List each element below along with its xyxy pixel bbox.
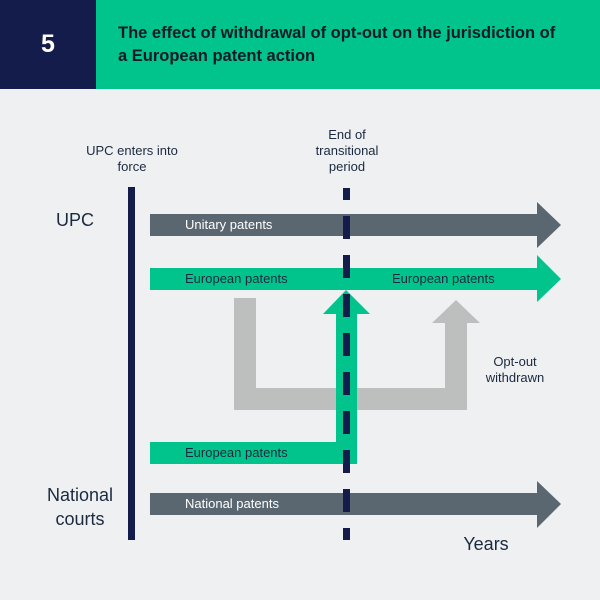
header: 5 The effect of withdrawal of opt-out on… [0,0,600,89]
bar-label-unitary: Unitary patents [185,217,273,232]
title-banner: The effect of withdrawal of opt-out on t… [96,0,600,89]
x-axis-label: Years [463,534,509,554]
figure-title: The effect of withdrawal of opt-out on t… [118,24,556,65]
national-patents-arrow [150,481,561,528]
start-label: UPC enters into force [86,143,178,174]
row-label-national: National courts [46,485,114,529]
european-patents-upc-arrow [150,255,561,302]
figure-number: 5 [0,0,96,89]
bar-label-european-before: European patents [185,271,288,286]
start-axis-line [128,187,135,540]
row-label-upc: UPC [56,210,95,230]
bar-label-european-national: European patents [185,445,288,460]
bar-label-national: National patents [185,496,279,511]
transition-label: End of transitional period [315,127,379,174]
opt-out-withdrawn-label: Opt-out withdrawn [485,354,545,385]
european-patents-transfer-arrow [150,290,370,464]
opt-out-withdrawn-arrow [234,298,480,410]
unitary-patents-arrow [150,202,561,248]
bar-label-european-after: European patents [392,271,495,286]
